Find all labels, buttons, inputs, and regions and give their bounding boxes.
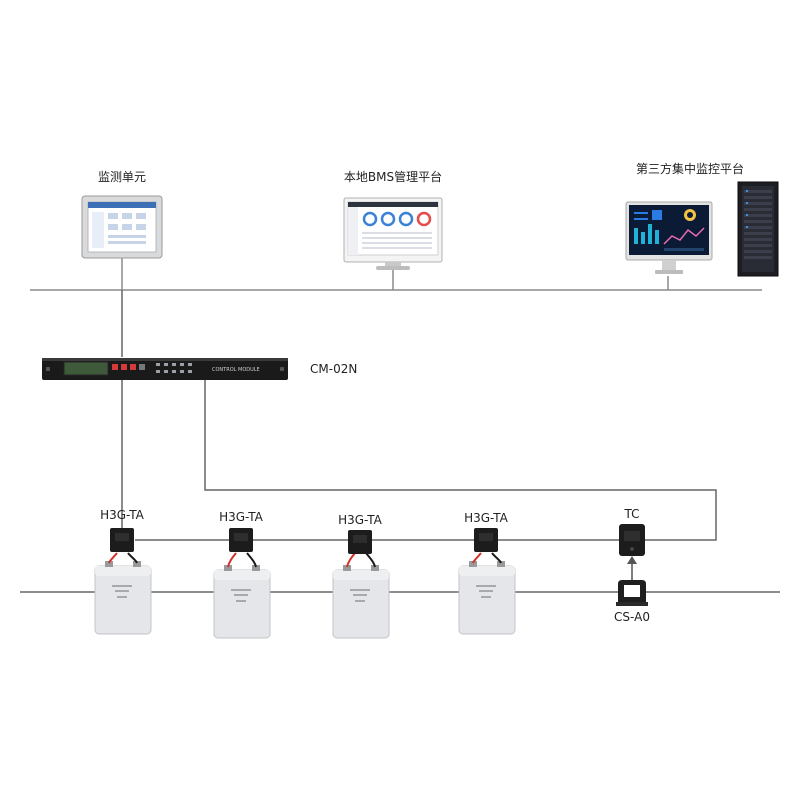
battery-3	[332, 565, 390, 639]
sensor-module-2	[229, 528, 253, 552]
sensor-1-label: H3G-TA	[100, 508, 144, 522]
third-party-label: 第三方集中监控平台	[635, 162, 745, 176]
local-bms-monitor-device	[343, 197, 443, 270]
battery-4	[458, 561, 516, 635]
battery-2	[213, 565, 271, 639]
cs-to-tc-arrow-head	[627, 556, 637, 564]
tc-module	[619, 524, 645, 556]
controller-tc-loop-line	[204, 380, 717, 541]
tc-label: TC	[624, 507, 640, 521]
sensor-module-1	[110, 528, 134, 552]
sensor-4-label: H3G-TA	[464, 511, 508, 525]
controller-panel-text: CONTROL MODULE	[212, 367, 260, 373]
sensor-2-label: H3G-TA	[219, 510, 263, 524]
monitor-unit-label: 监测单元	[97, 170, 147, 184]
third-party-monitor-device	[625, 201, 713, 274]
battery-1	[94, 561, 152, 635]
monitor-unit-device	[81, 195, 163, 259]
cs-a0-current-sensor	[616, 580, 648, 606]
local-bms-label: 本地BMS管理平台	[343, 170, 443, 184]
controller-model-label: CM-02N	[310, 362, 358, 376]
cs-a0-label: CS-A0	[614, 610, 650, 624]
sensor-module-3	[348, 530, 372, 554]
cm02n-controller-device: CONTROL MODULE	[42, 358, 288, 380]
sensor-module-4	[474, 528, 498, 552]
sensor-3-label: H3G-TA	[338, 513, 382, 527]
server-tower-device	[737, 181, 779, 277]
